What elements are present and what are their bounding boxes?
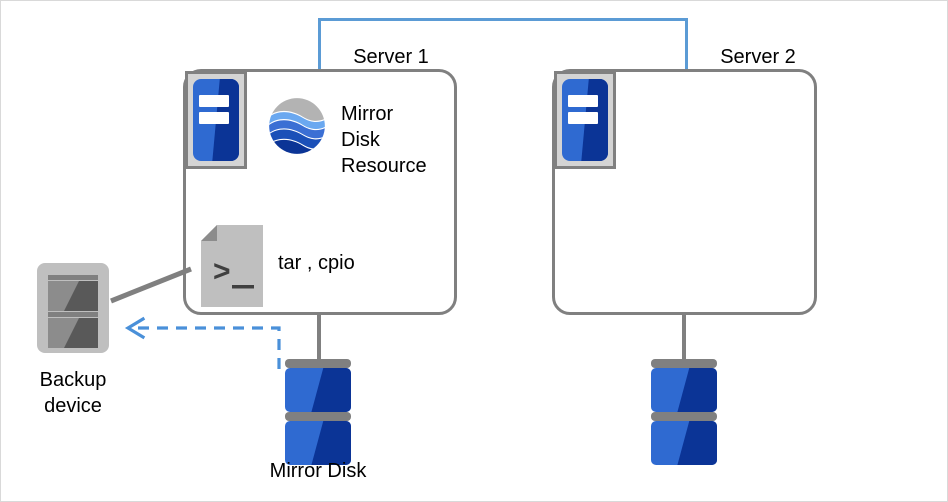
script-icon: > (201, 225, 263, 307)
server1-label: Server 1 (353, 46, 429, 68)
disk-cylinder-top (285, 368, 351, 412)
tool-to-backup-wire (110, 266, 192, 304)
server2-label: Server 2 (720, 46, 796, 68)
server-icon (554, 71, 616, 169)
backup-segment-highlight (48, 281, 79, 311)
backup-segment-bottom (48, 318, 98, 348)
server1-to-disk-wire (317, 315, 321, 363)
svg-text:>: > (213, 255, 231, 288)
backup-cap-mid (48, 312, 98, 317)
interconnect-drop-server2 (685, 18, 688, 70)
disk-plate-mid (651, 412, 717, 421)
backup-device-icon (37, 263, 109, 353)
disk-shade (677, 368, 717, 412)
server-icon-bar-bottom (199, 111, 229, 124)
disk-plate-top (285, 359, 351, 368)
disk-cylinder-top (651, 368, 717, 412)
server-icon-body (562, 79, 608, 161)
disk-shade (677, 421, 717, 465)
backup-device-label: Backup device (39, 369, 107, 417)
backup-cap-top (48, 275, 98, 280)
server-icon-body (193, 79, 239, 161)
interconnect-drop-server1 (318, 18, 321, 70)
mirror-disk-label: Mirror Disk (269, 460, 367, 482)
backup-flow-arrow (124, 316, 281, 369)
disk-stack-icon (651, 359, 717, 465)
interconnect-horizontal (318, 18, 688, 21)
backup-tool-label: tar , cpio (278, 252, 355, 274)
disk-plate-top (651, 359, 717, 368)
backup-segment-top (48, 281, 98, 311)
server-icon-bar-top (199, 94, 229, 107)
server-icon (185, 71, 247, 169)
mirror-disk-resource-label: Mirror Disk Resource (341, 103, 427, 177)
disk-stack-icon (285, 359, 351, 465)
server2-to-disk-wire (682, 315, 686, 363)
disk-shade (311, 368, 351, 412)
server-icon-bar-top (568, 94, 598, 107)
disk-cylinder-bottom (285, 421, 351, 465)
backup-segment-highlight (48, 318, 79, 348)
globe-icon (268, 97, 326, 155)
disk-plate-mid (285, 412, 351, 421)
server-icon-bar-bottom (568, 111, 598, 124)
disk-cylinder-bottom (651, 421, 717, 465)
